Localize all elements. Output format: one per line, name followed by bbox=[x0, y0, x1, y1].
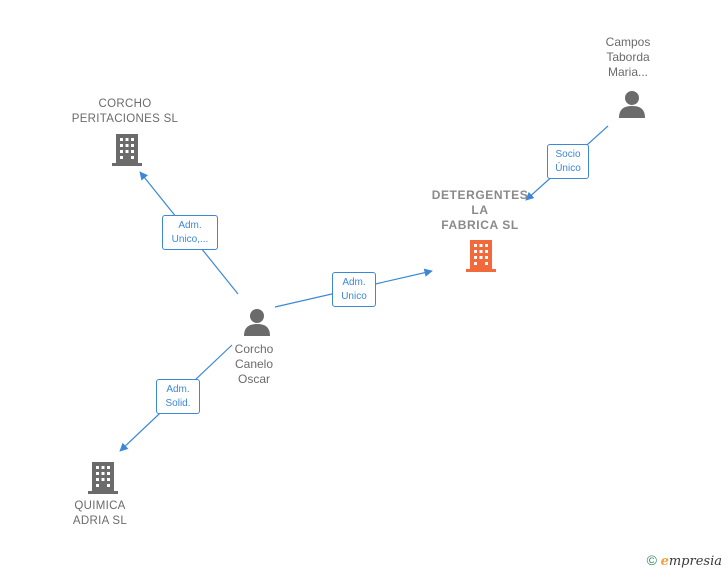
edge-label-to-quimica[interactable]: Adm. Solid. bbox=[156, 379, 200, 414]
building-icon[interactable] bbox=[87, 461, 119, 495]
person-icon[interactable] bbox=[617, 89, 647, 119]
building-icon[interactable] bbox=[465, 239, 497, 273]
brand-logo: empresia bbox=[660, 554, 722, 569]
footer-brand[interactable]: © empresia bbox=[647, 552, 722, 569]
company-label-quimica-adria[interactable]: QUIMICA ADRIA SL bbox=[72, 500, 128, 527]
edge-label-to-peritaciones[interactable]: Adm. Unico,... bbox=[162, 215, 218, 250]
person-icon[interactable] bbox=[242, 307, 272, 337]
person-label-corcho-canelo[interactable]: Corcho Canelo Oscar bbox=[234, 342, 274, 386]
company-label-main[interactable]: DETERGENTES LA FABRICA SL bbox=[431, 188, 529, 232]
building-icon[interactable] bbox=[111, 133, 143, 167]
edge-label-campos-to-main[interactable]: Socio Único bbox=[547, 144, 589, 179]
company-label-corcho-peritaciones[interactable]: CORCHO PERITACIONES SL bbox=[71, 98, 179, 125]
person-label-campos-taborda[interactable]: Campos Taborda Maria... bbox=[605, 35, 651, 79]
edge-label-to-main[interactable]: Adm. Unico bbox=[332, 272, 376, 307]
copyright-icon: © bbox=[646, 552, 657, 568]
